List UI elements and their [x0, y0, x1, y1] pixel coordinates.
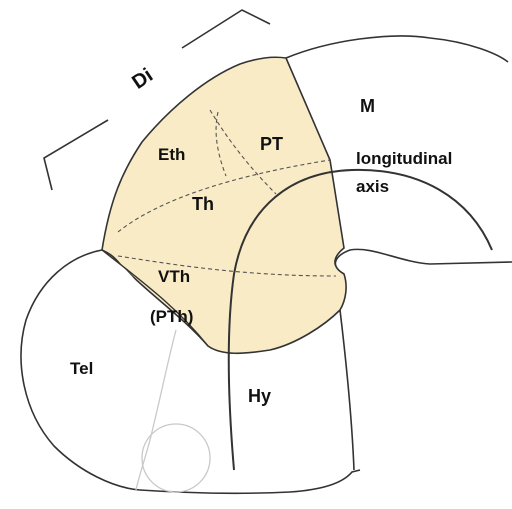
hypothalamus-boundary [340, 310, 354, 470]
di-label: Di [128, 64, 157, 93]
label-eth: Eth [158, 145, 185, 164]
label-longitudinal: longitudinal [356, 149, 452, 168]
label-vth: VTh [158, 267, 190, 286]
label-pth: (PTh) [150, 307, 193, 326]
label-axis: axis [356, 177, 389, 196]
label-pt: PT [260, 134, 283, 154]
label-m: M [360, 96, 375, 116]
faint-circle [142, 424, 210, 492]
label-hy: Hy [248, 386, 271, 406]
label-th: Th [192, 194, 214, 214]
label-tel: Tel [70, 359, 93, 378]
